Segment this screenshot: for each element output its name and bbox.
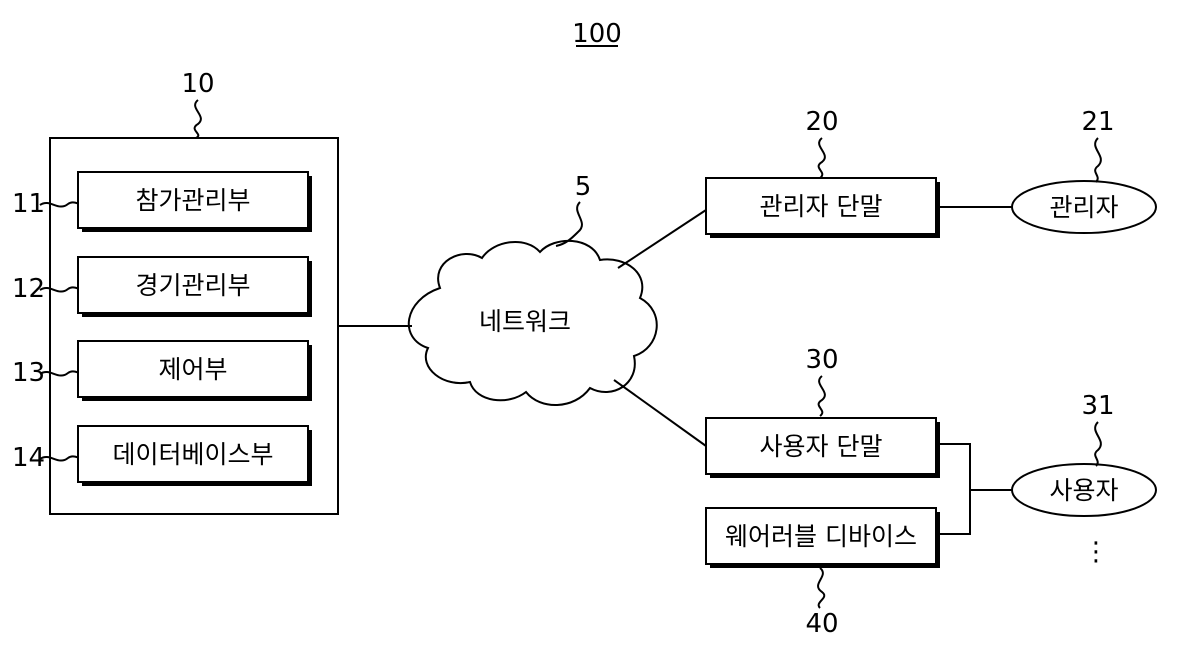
server-ref: 10: [181, 69, 214, 99]
network-user-line: [614, 380, 706, 446]
user-terminal-label: 사용자 단말: [760, 432, 883, 461]
wearable-label: 웨어러블 디바이스: [725, 522, 917, 551]
module-label-11: 참가관리부: [135, 186, 250, 215]
module-label-12: 경기관리부: [135, 271, 250, 300]
user-ref: 31: [1081, 391, 1114, 421]
admin-ref: 21: [1081, 107, 1114, 137]
wearable-ref: 40: [805, 609, 838, 639]
admin-leader: [1095, 138, 1101, 182]
admin-terminal-leader: [819, 138, 825, 178]
user-terminal-ref: 30: [805, 345, 838, 375]
user-terminal-leader: [819, 376, 825, 416]
module-label-13: 제어부: [158, 355, 227, 384]
user-leader: [1095, 422, 1101, 466]
network-ref: 5: [575, 172, 592, 202]
module-label-14: 데이터베이스부: [112, 440, 273, 469]
network-label: 네트워크: [479, 307, 571, 336]
figure-number: 100: [572, 19, 622, 49]
admin-terminal-ref: 20: [805, 107, 838, 137]
more-users-indicator: ⋮: [1083, 537, 1109, 567]
admin-label: 관리자: [1049, 193, 1118, 222]
wearable-leader: [818, 568, 824, 608]
network-admin-line: [618, 210, 706, 268]
user-label: 사용자: [1049, 476, 1118, 505]
server-leader: [195, 100, 201, 138]
device-user-bracket: [940, 444, 970, 534]
network-leader: [556, 202, 582, 246]
admin-terminal-label: 관리자 단말: [760, 192, 883, 221]
